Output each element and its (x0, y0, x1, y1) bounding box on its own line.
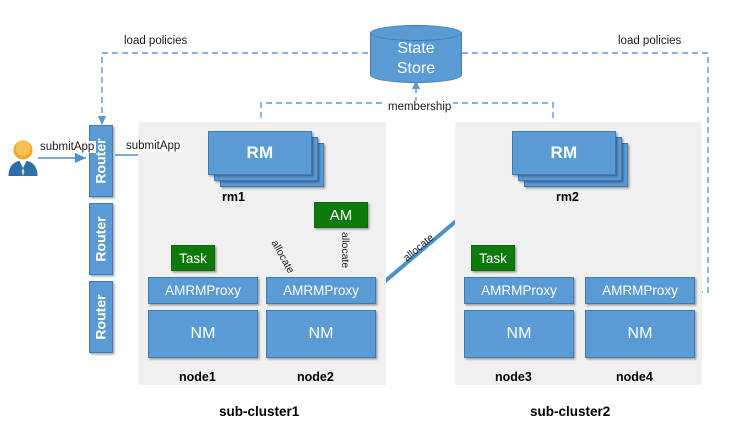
node2-caption: node2 (297, 370, 334, 384)
router-label: Router (93, 294, 109, 340)
edge-label-submitapp-user: submitApp (38, 141, 97, 153)
nm-label: NM (190, 325, 216, 342)
nm-label: NM (506, 325, 532, 342)
rm-label: RM (550, 143, 578, 162)
router-box-1[interactable]: Router (89, 125, 113, 197)
rm1-caption: rm1 (222, 190, 245, 204)
rm2-caption: rm2 (556, 190, 579, 204)
am-box[interactable]: AM (314, 202, 368, 228)
rm-box-2[interactable]: RM (512, 131, 616, 175)
node4-caption: node4 (616, 370, 653, 384)
subcluster2-caption: sub-cluster2 (530, 404, 611, 419)
amrmproxy-label: AMRMProxy (481, 283, 557, 298)
amrmproxy-box-node1[interactable]: AMRMProxy (148, 277, 258, 304)
nm-box-node4[interactable]: NM (585, 310, 695, 358)
router-box-3[interactable]: Router (89, 281, 113, 353)
nm-box-node2[interactable]: NM (266, 310, 376, 358)
router-label: Router (93, 216, 109, 262)
edge-load-policies-left (97, 52, 368, 125)
person-icon (6, 138, 40, 176)
nm-label: NM (627, 325, 653, 342)
nm-label: NM (308, 325, 334, 342)
cylinder-top (370, 25, 462, 41)
task-label: Task (179, 250, 207, 266)
task-box-node3[interactable]: Task (471, 245, 515, 271)
state-store-line2: Store (396, 60, 436, 77)
rm-box-1[interactable]: RM (208, 131, 312, 175)
amrmproxy-box-node4[interactable]: AMRMProxy (585, 277, 695, 304)
amrmproxy-box-node2[interactable]: AMRMProxy (266, 277, 376, 304)
edge-label-membership: membership (386, 101, 454, 113)
amrmproxy-label: AMRMProxy (283, 283, 359, 298)
amrmproxy-label: AMRMProxy (165, 283, 241, 298)
amrmproxy-label: AMRMProxy (602, 283, 678, 298)
state-store-cylinder[interactable]: State Store (370, 25, 462, 83)
rm-label: RM (246, 143, 274, 162)
node3-caption: node3 (495, 370, 532, 384)
edge-label-allocate-am-proxy: allocate (339, 232, 351, 269)
am-label: AM (329, 206, 353, 224)
edge-label-load-policies-left: load policies (122, 35, 190, 47)
state-store-line1: State (397, 40, 435, 57)
state-store-label: State Store (370, 35, 462, 83)
nm-box-node1[interactable]: NM (148, 310, 258, 358)
task-label: Task (479, 250, 507, 266)
subcluster1-caption: sub-cluster1 (219, 404, 300, 419)
router-box-2[interactable]: Router (89, 203, 113, 275)
nm-box-node3[interactable]: NM (464, 310, 574, 358)
edge-label-submitapp-router: submitApp (124, 140, 183, 152)
node1-caption: node1 (179, 370, 216, 384)
task-box-node1[interactable]: Task (171, 245, 215, 271)
edge-label-allocate-proxy-rm2: allocate (401, 231, 437, 265)
edge-label-load-policies-right: load policies (616, 35, 684, 47)
amrmproxy-box-node3[interactable]: AMRMProxy (464, 277, 574, 304)
